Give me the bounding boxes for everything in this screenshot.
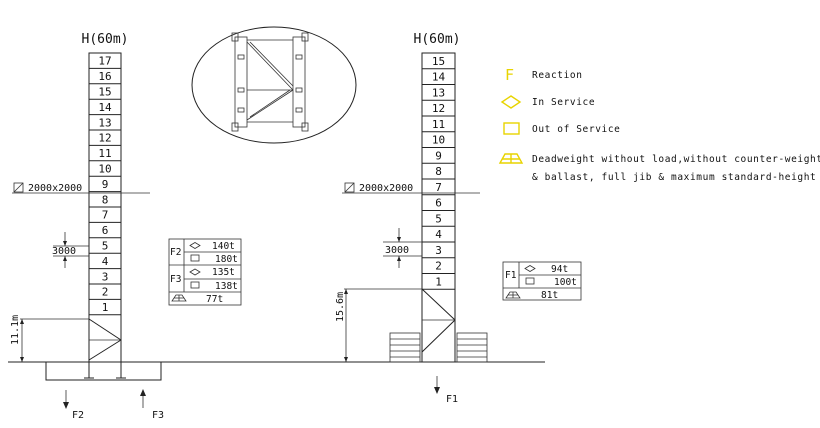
left-force-f2: F2 — [72, 410, 84, 421]
out-of-service-icon — [503, 122, 520, 135]
mast-section-label: 2 — [435, 260, 442, 273]
right-spacing-label: 3000 — [385, 245, 409, 256]
right-mast-sections: 15 14 13 12 11 10 9 8 7 6 5 4 3 2 1 — [422, 55, 455, 290]
legend-deadweight-line1: Deadweight without load,without counter-… — [532, 154, 820, 165]
ballast-blocks — [389, 332, 488, 363]
left-table-group-f3: F3 — [170, 274, 181, 285]
mast-section-label: 13 — [98, 116, 111, 129]
right-mast: H(60m) 15 14 13 12 11 10 9 8 7 6 5 4 3 2 1 2000x2000 3… — [335, 32, 488, 405]
right-table-value: 100t — [554, 277, 577, 288]
reaction-symbol: F — [505, 66, 514, 84]
mast-section-label: 3 — [102, 270, 109, 283]
mast-section-label: 14 — [432, 71, 446, 84]
mast-section-label: 2 — [102, 286, 109, 299]
right-table-group-f1: F1 — [505, 270, 517, 281]
legend-reaction: Reaction — [532, 70, 583, 81]
right-force-f1: F1 — [446, 394, 458, 405]
in-service-icon — [524, 265, 536, 272]
mast-section-label: 10 — [432, 134, 445, 147]
mast-section-label: 4 — [102, 255, 109, 268]
mast-section-label: 14 — [98, 101, 112, 114]
left-reaction-table: F2 F3 140t 180t 135t 138t 77t — [168, 238, 242, 306]
left-table-value: 140t — [212, 241, 235, 252]
mast-section-label: 17 — [98, 55, 111, 68]
left-table-value: 138t — [215, 281, 238, 292]
right-reaction-table: F1 94t 100t 81t — [502, 261, 582, 301]
left-mast-sections: 17 16 15 14 13 12 11 10 9 8 7 6 5 4 3 2 1 — [89, 55, 121, 316]
legend: F Reaction In Service Out of Service Dea… — [498, 66, 820, 183]
out-of-service-icon — [190, 281, 200, 289]
mast-section-label: 13 — [432, 86, 445, 99]
left-spacing-label: 3000 — [52, 246, 76, 257]
mast-section-label: 9 — [435, 149, 442, 162]
out-of-service-icon — [525, 277, 535, 285]
mast-section-label: 10 — [98, 163, 111, 176]
right-table-value: 81t — [541, 290, 558, 301]
right-mast-header: H(60m) — [414, 32, 461, 47]
in-service-icon — [189, 268, 201, 276]
mast-section-label: 12 — [98, 132, 111, 145]
deadweight-icon — [171, 294, 187, 302]
left-table-value: 135t — [212, 267, 235, 278]
mast-section-label: 8 — [435, 165, 442, 178]
legend-out-of-service: Out of Service — [532, 124, 620, 135]
deadweight-icon — [498, 153, 524, 164]
mast-section-label: 9 — [102, 178, 109, 191]
mast-section-label: 5 — [102, 240, 109, 253]
out-of-service-icon — [190, 254, 200, 262]
left-tie-label: 2000x2000 — [28, 183, 82, 194]
mast-section-label: 11 — [98, 147, 111, 160]
in-service-icon — [189, 242, 201, 249]
mast-section-label: 6 — [102, 224, 109, 237]
mast-section-label: 1 — [102, 301, 109, 314]
mast-section-detail — [191, 26, 357, 144]
mast-section-label: 5 — [435, 212, 442, 225]
mast-section-label: 12 — [432, 102, 445, 115]
mast-section-label: 6 — [435, 197, 442, 210]
mast-section-label: 4 — [435, 228, 442, 241]
left-force-f3: F3 — [152, 410, 164, 421]
mast-section-label: 3 — [435, 244, 442, 257]
right-table-value: 94t — [551, 264, 568, 275]
legend-deadweight-line2: & ballast, full jib & maximum standard-h… — [532, 172, 816, 183]
right-tie-label: 2000x2000 — [359, 183, 413, 194]
deadweight-icon — [505, 291, 521, 299]
left-table-group-f2: F2 — [170, 247, 181, 258]
left-mast: H(60m) 17 16 15 14 13 12 11 10 9 8 7 6 5 4 3 2 1 2000x20… — [10, 32, 164, 421]
mast-section-label: 1 — [435, 275, 442, 288]
mast-section-label: 11 — [432, 118, 445, 131]
left-table-value: 77t — [206, 294, 223, 305]
mast-section-label: 16 — [98, 70, 111, 83]
mast-section-label: 8 — [102, 193, 109, 206]
mast-section-label: 7 — [435, 181, 442, 194]
mast-section-label: 15 — [98, 86, 111, 99]
left-base-height: 11.1m — [10, 315, 21, 345]
left-table-value: 180t — [215, 254, 238, 265]
mast-section-label: 15 — [432, 55, 445, 68]
mast-section-label: 7 — [102, 209, 109, 222]
in-service-icon — [500, 95, 522, 109]
legend-in-service: In Service — [532, 97, 595, 108]
left-mast-header: H(60m) — [82, 32, 129, 47]
right-base-height: 15.6m — [335, 292, 346, 322]
